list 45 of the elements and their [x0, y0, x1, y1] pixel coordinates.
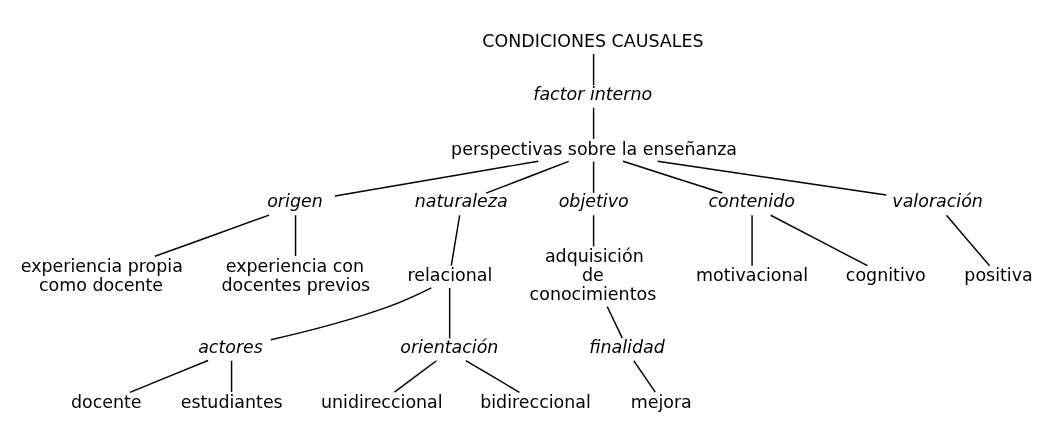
node-text: CONDICIONES CAUSALES [482, 30, 704, 51]
connector [751, 214, 753, 266]
node-text: relacional [407, 264, 493, 285]
node-text: origen [267, 190, 323, 211]
connector [465, 359, 521, 393]
connector [270, 286, 433, 340]
connector [633, 359, 656, 393]
connector [129, 359, 209, 393]
connector [656, 160, 888, 196]
node-text: estudiantes [180, 391, 283, 412]
connector [448, 286, 451, 339]
connector [334, 160, 539, 197]
node-text: objetivo [558, 190, 629, 211]
connector [393, 359, 438, 393]
connector [230, 359, 233, 393]
connector [945, 214, 991, 266]
node-text: unidireccional [321, 391, 443, 412]
node-text: mejora [630, 391, 692, 412]
node-text: experiencia propia como docente [20, 255, 183, 295]
connector [622, 160, 723, 194]
node-text: motivacional [696, 264, 809, 285]
connector [592, 160, 595, 194]
node-text: valoración [892, 190, 983, 211]
connector [485, 160, 570, 194]
node-text: orientación [400, 336, 499, 357]
connector [606, 305, 623, 339]
node-text: positiva [964, 264, 1033, 285]
node-text: perspectivas sobre la enseñanza [451, 138, 738, 159]
node-text: actores [198, 336, 263, 357]
node-text: factor interno [533, 83, 653, 104]
node-text: finalidad [589, 336, 665, 357]
node-text: adquisición de conocimientos [529, 245, 657, 304]
connector [294, 214, 297, 257]
connector [450, 214, 461, 266]
node-text: cognitivo [845, 264, 926, 285]
connector [769, 214, 869, 266]
node-text: naturaleza [414, 190, 508, 211]
connector [592, 214, 595, 247]
node-text: experiencia con docentes previos [221, 255, 371, 295]
connector [592, 52, 595, 86]
node-text: contenido [708, 190, 795, 211]
node-text: docente [70, 391, 142, 412]
connector [592, 106, 595, 140]
node-text: bidireccional [480, 391, 591, 412]
connector [154, 213, 270, 257]
